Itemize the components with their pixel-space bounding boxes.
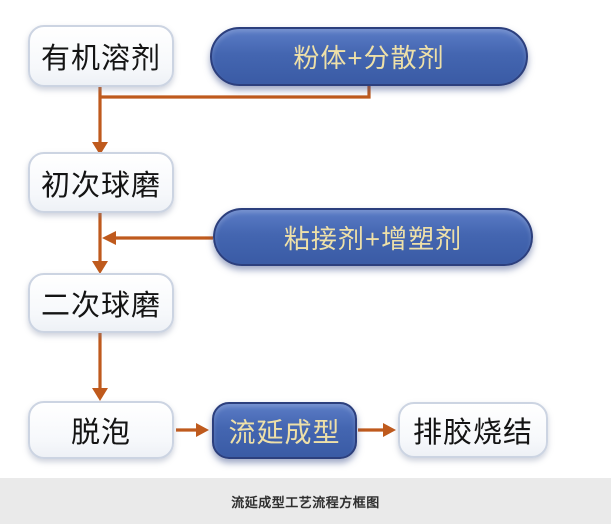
node-second-ball-milling-label: 二次球磨 <box>40 290 161 322</box>
arrowhead-into-second-ball-milling <box>92 261 108 274</box>
line-powder-branch <box>100 86 371 99</box>
node-tape-casting-label: 流延成型 <box>228 418 341 448</box>
node-debinding-sintering: 排胶烧结 <box>398 402 548 458</box>
node-debinding-sintering-label: 排胶烧结 <box>412 417 533 449</box>
node-powder-dispersant: 粉体+分散剂 <box>210 27 528 86</box>
arrowhead-binder-into-line <box>102 231 116 245</box>
node-organic-solvent: 有机溶剂 <box>28 25 174 87</box>
node-defoaming-label: 脱泡 <box>70 417 131 449</box>
arrowhead-into-first-ball-milling <box>92 142 108 155</box>
node-tape-casting: 流延成型 <box>212 402 357 459</box>
connector-layer <box>92 86 396 437</box>
arrowhead-into-defoaming <box>92 388 108 401</box>
diagram-caption: 流延成型工艺流程方框图 <box>231 494 380 510</box>
arrowhead-into-tape-casting <box>196 423 209 437</box>
node-powder-dispersant-label: 粉体+分散剂 <box>293 43 445 73</box>
node-defoaming: 脱泡 <box>28 401 174 459</box>
caption-bar: 流延成型工艺流程方框图 <box>0 478 611 524</box>
arrowhead-into-debinding-sintering <box>383 423 396 437</box>
node-first-ball-milling-label: 初次球磨 <box>40 169 161 202</box>
node-second-ball-milling: 二次球磨 <box>28 273 174 333</box>
node-organic-solvent-label: 有机溶剂 <box>40 43 161 75</box>
node-binder-plasticizer: 粘接剂+增塑剂 <box>213 208 533 266</box>
node-first-ball-milling: 初次球磨 <box>28 152 174 213</box>
node-binder-plasticizer-label: 粘接剂+增塑剂 <box>283 223 463 254</box>
